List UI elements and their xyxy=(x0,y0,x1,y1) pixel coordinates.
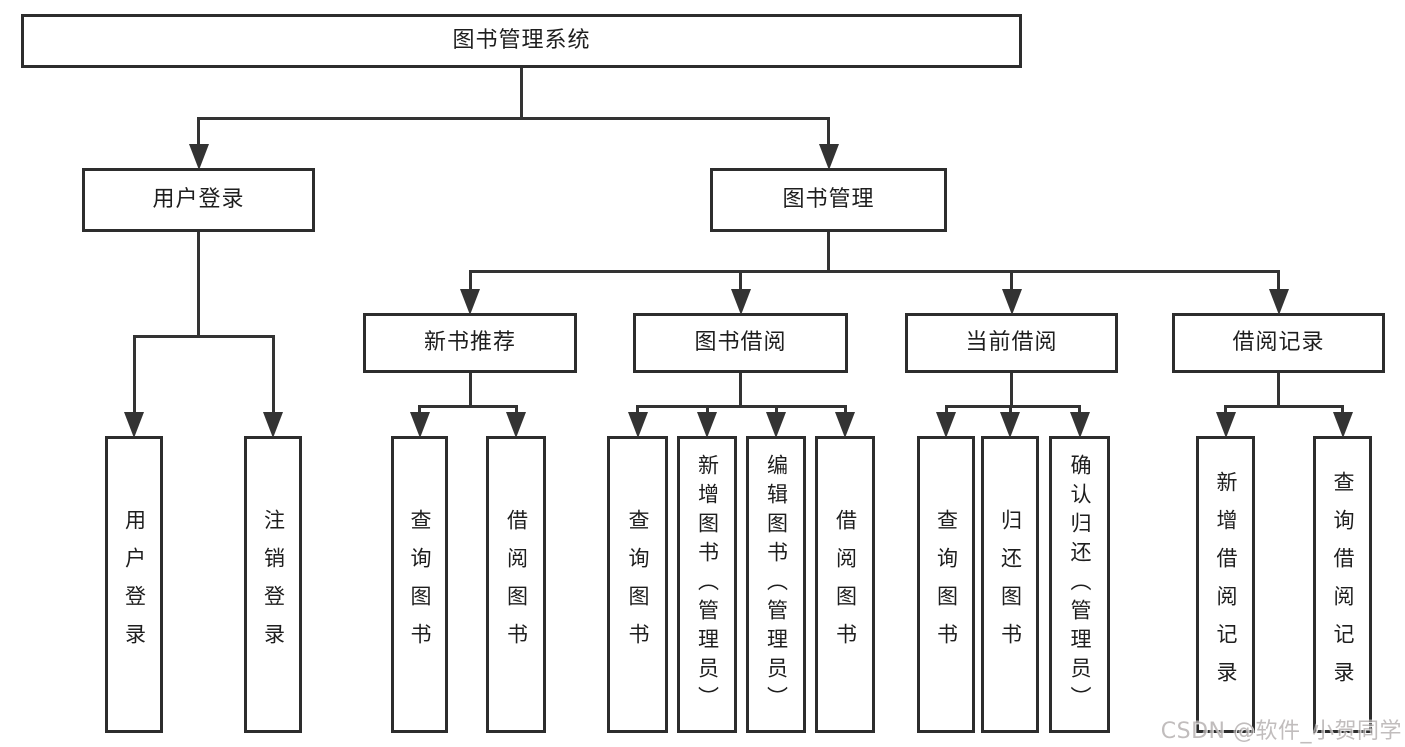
arrowhead-down-icon xyxy=(409,412,430,438)
node-label-bor-add: 新增图书（管理员） xyxy=(695,454,720,715)
connector-stem-records xyxy=(1277,270,1280,293)
connector-stem-bor-add xyxy=(705,405,709,416)
arrowhead-down-icon xyxy=(1069,412,1090,438)
node-label-cur-query: 查询图书 xyxy=(934,508,959,661)
node-label-borrowing: 图书借阅 xyxy=(694,330,787,355)
node-label-cur-return: 归还图书 xyxy=(998,508,1023,661)
connector-stem-bor-borrow xyxy=(843,405,847,416)
connector-stem-login-user xyxy=(132,335,136,416)
node-recommend: 新书推荐 xyxy=(363,313,577,373)
node-cur-query: 查询图书 xyxy=(917,436,975,733)
connector-drop-current xyxy=(1010,373,1013,408)
node-records: 借阅记录 xyxy=(1172,313,1385,373)
connector-bus-mgmt xyxy=(468,270,1280,273)
connector-drop-mgmt xyxy=(827,232,830,273)
node-label-rec-borrow: 借阅图书 xyxy=(504,508,529,661)
node-current: 当前借阅 xyxy=(905,313,1118,373)
arrowhead-down-icon xyxy=(124,412,144,438)
connector-stem-cur-confirm xyxy=(1078,405,1081,416)
connector-bus-root xyxy=(197,117,830,120)
node-rec-query: 查询图书 xyxy=(391,436,448,733)
node-label-bor-borrow: 借阅图书 xyxy=(833,508,858,661)
connector-drop-borrowing xyxy=(739,373,742,408)
arrowhead-down-icon xyxy=(818,144,839,170)
connector-stem-bor-edit xyxy=(774,405,778,416)
connector-drop-root xyxy=(520,68,523,120)
connector-stem-login xyxy=(197,117,200,148)
node-label-bor-query: 查询图书 xyxy=(626,508,650,661)
node-recd-query: 查询借阅记录 xyxy=(1313,436,1372,733)
connector-stem-recd-query xyxy=(1341,405,1344,416)
node-label-recd-query: 查询借阅记录 xyxy=(1331,470,1355,699)
node-login-user: 用户登录 xyxy=(105,436,163,733)
connector-bus-login xyxy=(132,335,275,338)
connector-stem-current xyxy=(1010,270,1013,293)
node-label-bor-edit: 编辑图书（管理员） xyxy=(764,454,789,715)
connector-bus-recommend xyxy=(418,405,518,408)
arrowhead-down-icon xyxy=(835,412,855,438)
node-root: 图书管理系统 xyxy=(21,14,1022,68)
arrowhead-down-icon xyxy=(460,289,480,315)
node-label-root: 图书管理系统 xyxy=(452,28,591,53)
node-bor-add: 新增图书（管理员） xyxy=(677,436,737,733)
arrowhead-down-icon xyxy=(627,412,648,438)
arrowhead-down-icon xyxy=(936,412,956,438)
node-rec-borrow: 借阅图书 xyxy=(486,436,546,733)
node-label-login: 用户登录 xyxy=(152,187,245,212)
node-label-mgmt: 图书管理 xyxy=(782,187,875,212)
node-label-recd-add: 新增借阅记录 xyxy=(1214,470,1238,699)
arrowhead-down-icon xyxy=(506,412,526,438)
connector-stem-rec-query xyxy=(418,405,421,416)
arrowhead-down-icon xyxy=(730,289,751,315)
node-label-recommend: 新书推荐 xyxy=(423,330,516,355)
connector-bus-borrowing xyxy=(636,405,847,408)
connector-drop-records xyxy=(1277,373,1280,408)
connector-stem-rec-borrow xyxy=(514,405,518,416)
node-label-login-user: 用户登录 xyxy=(122,508,147,661)
connector-stem-bor-query xyxy=(636,405,639,416)
connector-bus-records xyxy=(1224,405,1344,408)
node-label-cur-confirm: 确认归还（管理员） xyxy=(1068,454,1092,715)
connector-drop-recommend xyxy=(468,373,472,408)
connector-stem-recd-add xyxy=(1224,405,1227,416)
node-label-rec-query: 查询图书 xyxy=(408,508,432,661)
node-cur-return: 归还图书 xyxy=(981,436,1039,733)
node-label-current: 当前借阅 xyxy=(965,330,1058,355)
connector-stem-borrowing xyxy=(739,270,742,293)
node-borrowing: 图书借阅 xyxy=(633,313,848,373)
connector-stem-cur-return xyxy=(1008,405,1012,416)
node-login: 用户登录 xyxy=(82,168,315,232)
arrowhead-down-icon xyxy=(188,144,209,170)
connector-stem-mgmt xyxy=(827,117,830,148)
csdn-watermark: CSDN @软件_小贺同学 xyxy=(1160,719,1402,744)
arrowhead-down-icon xyxy=(697,412,717,438)
node-bor-query: 查询图书 xyxy=(607,436,668,733)
connector-bus-current xyxy=(944,405,1081,408)
node-cur-confirm: 确认归还（管理员） xyxy=(1049,436,1110,733)
connector-stem-login-logout xyxy=(271,335,275,416)
node-bor-edit: 编辑图书（管理员） xyxy=(746,436,806,733)
node-login-logout: 注销登录 xyxy=(244,436,302,733)
connector-stem-cur-query xyxy=(944,405,948,416)
node-mgmt: 图书管理 xyxy=(710,168,947,232)
arrowhead-down-icon xyxy=(1332,412,1353,438)
node-recd-add: 新增借阅记录 xyxy=(1196,436,1255,733)
arrowhead-down-icon xyxy=(1268,289,1289,315)
node-label-login-logout: 注销登录 xyxy=(261,508,286,661)
connector-stem-recommend xyxy=(468,270,472,293)
arrowhead-down-icon xyxy=(1215,412,1236,438)
node-label-records: 借阅记录 xyxy=(1232,330,1325,355)
arrowhead-down-icon xyxy=(263,412,283,438)
connector-drop-login xyxy=(197,232,200,338)
arrowhead-down-icon xyxy=(1001,289,1022,315)
arrowhead-down-icon xyxy=(766,412,786,438)
node-bor-borrow: 借阅图书 xyxy=(815,436,875,733)
arrowhead-down-icon xyxy=(1000,412,1020,438)
